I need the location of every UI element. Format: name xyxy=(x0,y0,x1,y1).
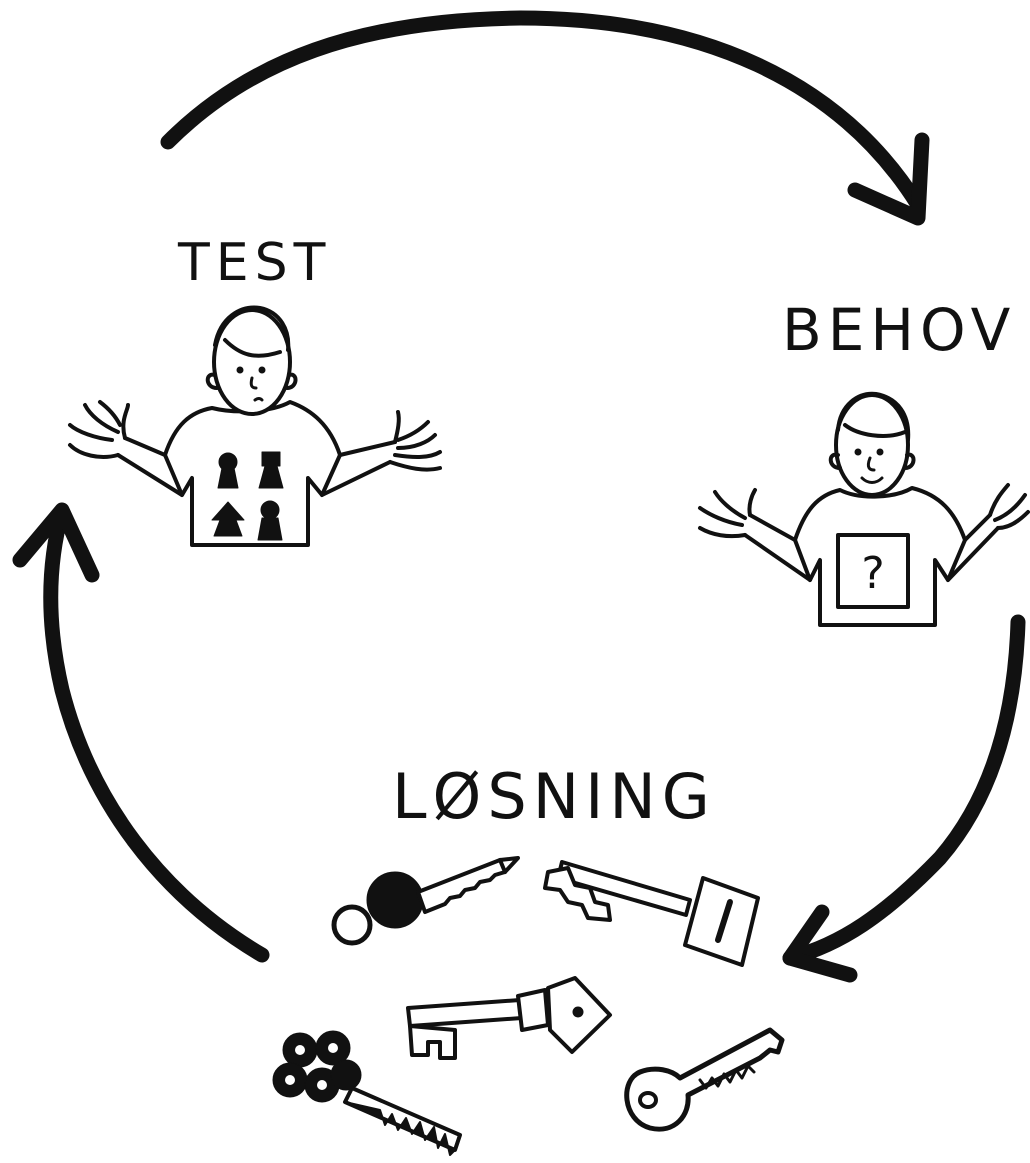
key-round-bow-icon xyxy=(331,856,520,946)
person-shrugging-behov-icon: ? xyxy=(698,391,1030,627)
key-pentagon-bow-icon xyxy=(406,976,612,1060)
key-square-bow-icon xyxy=(543,860,760,967)
label-behov: BEHOV xyxy=(782,296,1016,364)
keys-cluster-icon xyxy=(272,856,785,1156)
person-shrugging-test-icon xyxy=(68,305,442,547)
arrow-test-to-behov-icon xyxy=(160,10,930,226)
arrow-losning-to-test-icon xyxy=(12,502,270,963)
label-losning: LØSNING xyxy=(392,760,716,833)
arrow-behov-to-losning-icon xyxy=(782,614,1026,983)
key-flower-bow-icon xyxy=(272,1030,462,1156)
shirt-question-mark: ? xyxy=(861,548,884,599)
key-standard-icon xyxy=(624,1027,785,1132)
label-test: TEST xyxy=(177,233,331,293)
shirt-keyhole-icons xyxy=(211,451,284,541)
